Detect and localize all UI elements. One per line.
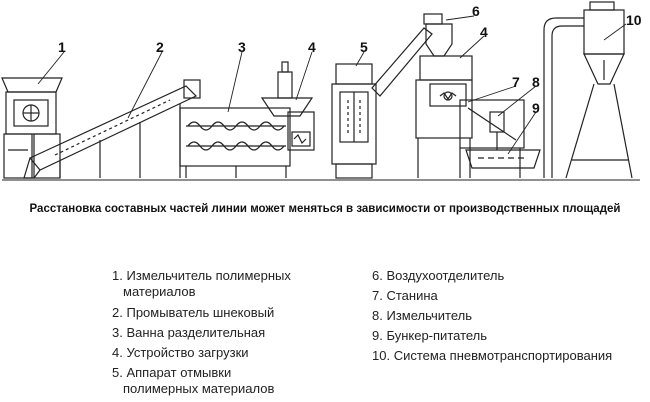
production-line-drawing (1, 1, 640, 181)
loading-device-unit-4 (260, 61, 315, 151)
legend-number: 7. (372, 288, 383, 303)
leader-lines (37, 15, 627, 155)
legend-item-9: 9. Бункер-питатель (372, 328, 487, 344)
legend-text: Промыватель шнековый (126, 305, 275, 320)
legend-item-8: 8. Измельчитель (372, 308, 472, 324)
callout-4: 4 (308, 39, 316, 55)
legend-item-7: 7. Станина (372, 288, 438, 304)
callout-2: 2 (156, 39, 164, 55)
callout-5: 5 (360, 39, 368, 55)
legend-number: 9. (372, 328, 383, 343)
legend-number: 10. (372, 348, 391, 363)
legend-number: 4. (112, 345, 123, 360)
legend-item-3: 3. Ванна разделительная (112, 325, 265, 341)
separation-tank-unit-3 (179, 107, 291, 178)
legend-number: 8. (372, 308, 383, 323)
legend-number: 1. (112, 268, 123, 283)
legend-number: 3. (112, 325, 123, 340)
feed-hopper-unit-9 (465, 149, 541, 169)
callout-7: 7 (512, 74, 520, 90)
shredder-unit-8 (489, 111, 505, 150)
legend-item-6: 6. Воздухоотделитель (372, 268, 504, 284)
legend-text: Измельчитель (386, 308, 472, 323)
legend-text: Ванна разделительная (126, 325, 266, 340)
legend-item-2: 2. Промыватель шнековый (112, 305, 274, 321)
legend-item-10: 10. Система пневмотранспортирования (372, 348, 612, 364)
legend-number: 2. (112, 305, 123, 320)
frame-unit-7 (459, 99, 525, 178)
callout-9: 9 (532, 100, 540, 116)
callout-8: 8 (532, 74, 540, 90)
callout-6: 6 (472, 3, 480, 19)
air-separator-unit-6 (371, 13, 473, 178)
pneumatic-system-unit-10 (543, 1, 633, 179)
callout-3: 3 (238, 39, 246, 55)
callout-1: 1 (58, 39, 66, 55)
legend-item-5: 5. Аппарат отмывки полимерных материалов (112, 365, 274, 397)
callout-10: 10 (626, 12, 642, 28)
legend-text: Устройство загрузки (126, 345, 249, 360)
legend-item-4: 4. Устройство загрузки (112, 345, 249, 361)
legend-text: Система пневмотранспортирования (393, 348, 613, 363)
legend-text: Измельчитель полимерных (126, 268, 291, 283)
shredder-unit-1 (1, 77, 63, 179)
layout-caption: Расстановка составных частей линии может… (29, 203, 621, 215)
screw-washer-unit-2 (23, 79, 201, 179)
legend-text: Воздухоотделитель (386, 268, 505, 283)
legend-text: Станина (386, 288, 438, 303)
legend-text-continued: полимерных материалов (123, 381, 275, 396)
washing-apparatus-unit-5 (331, 63, 377, 179)
callout-4-b: 4 (480, 24, 488, 40)
legend-text: Аппарат отмывки (126, 365, 232, 380)
legend-text: Бункер-питатель (386, 328, 488, 343)
legend-item-1: 1. Измельчитель полимерных материалов (112, 268, 291, 300)
legend-text-continued: материалов (123, 284, 196, 299)
legend-number: 6. (372, 268, 383, 283)
legend-number: 5. (112, 365, 123, 380)
